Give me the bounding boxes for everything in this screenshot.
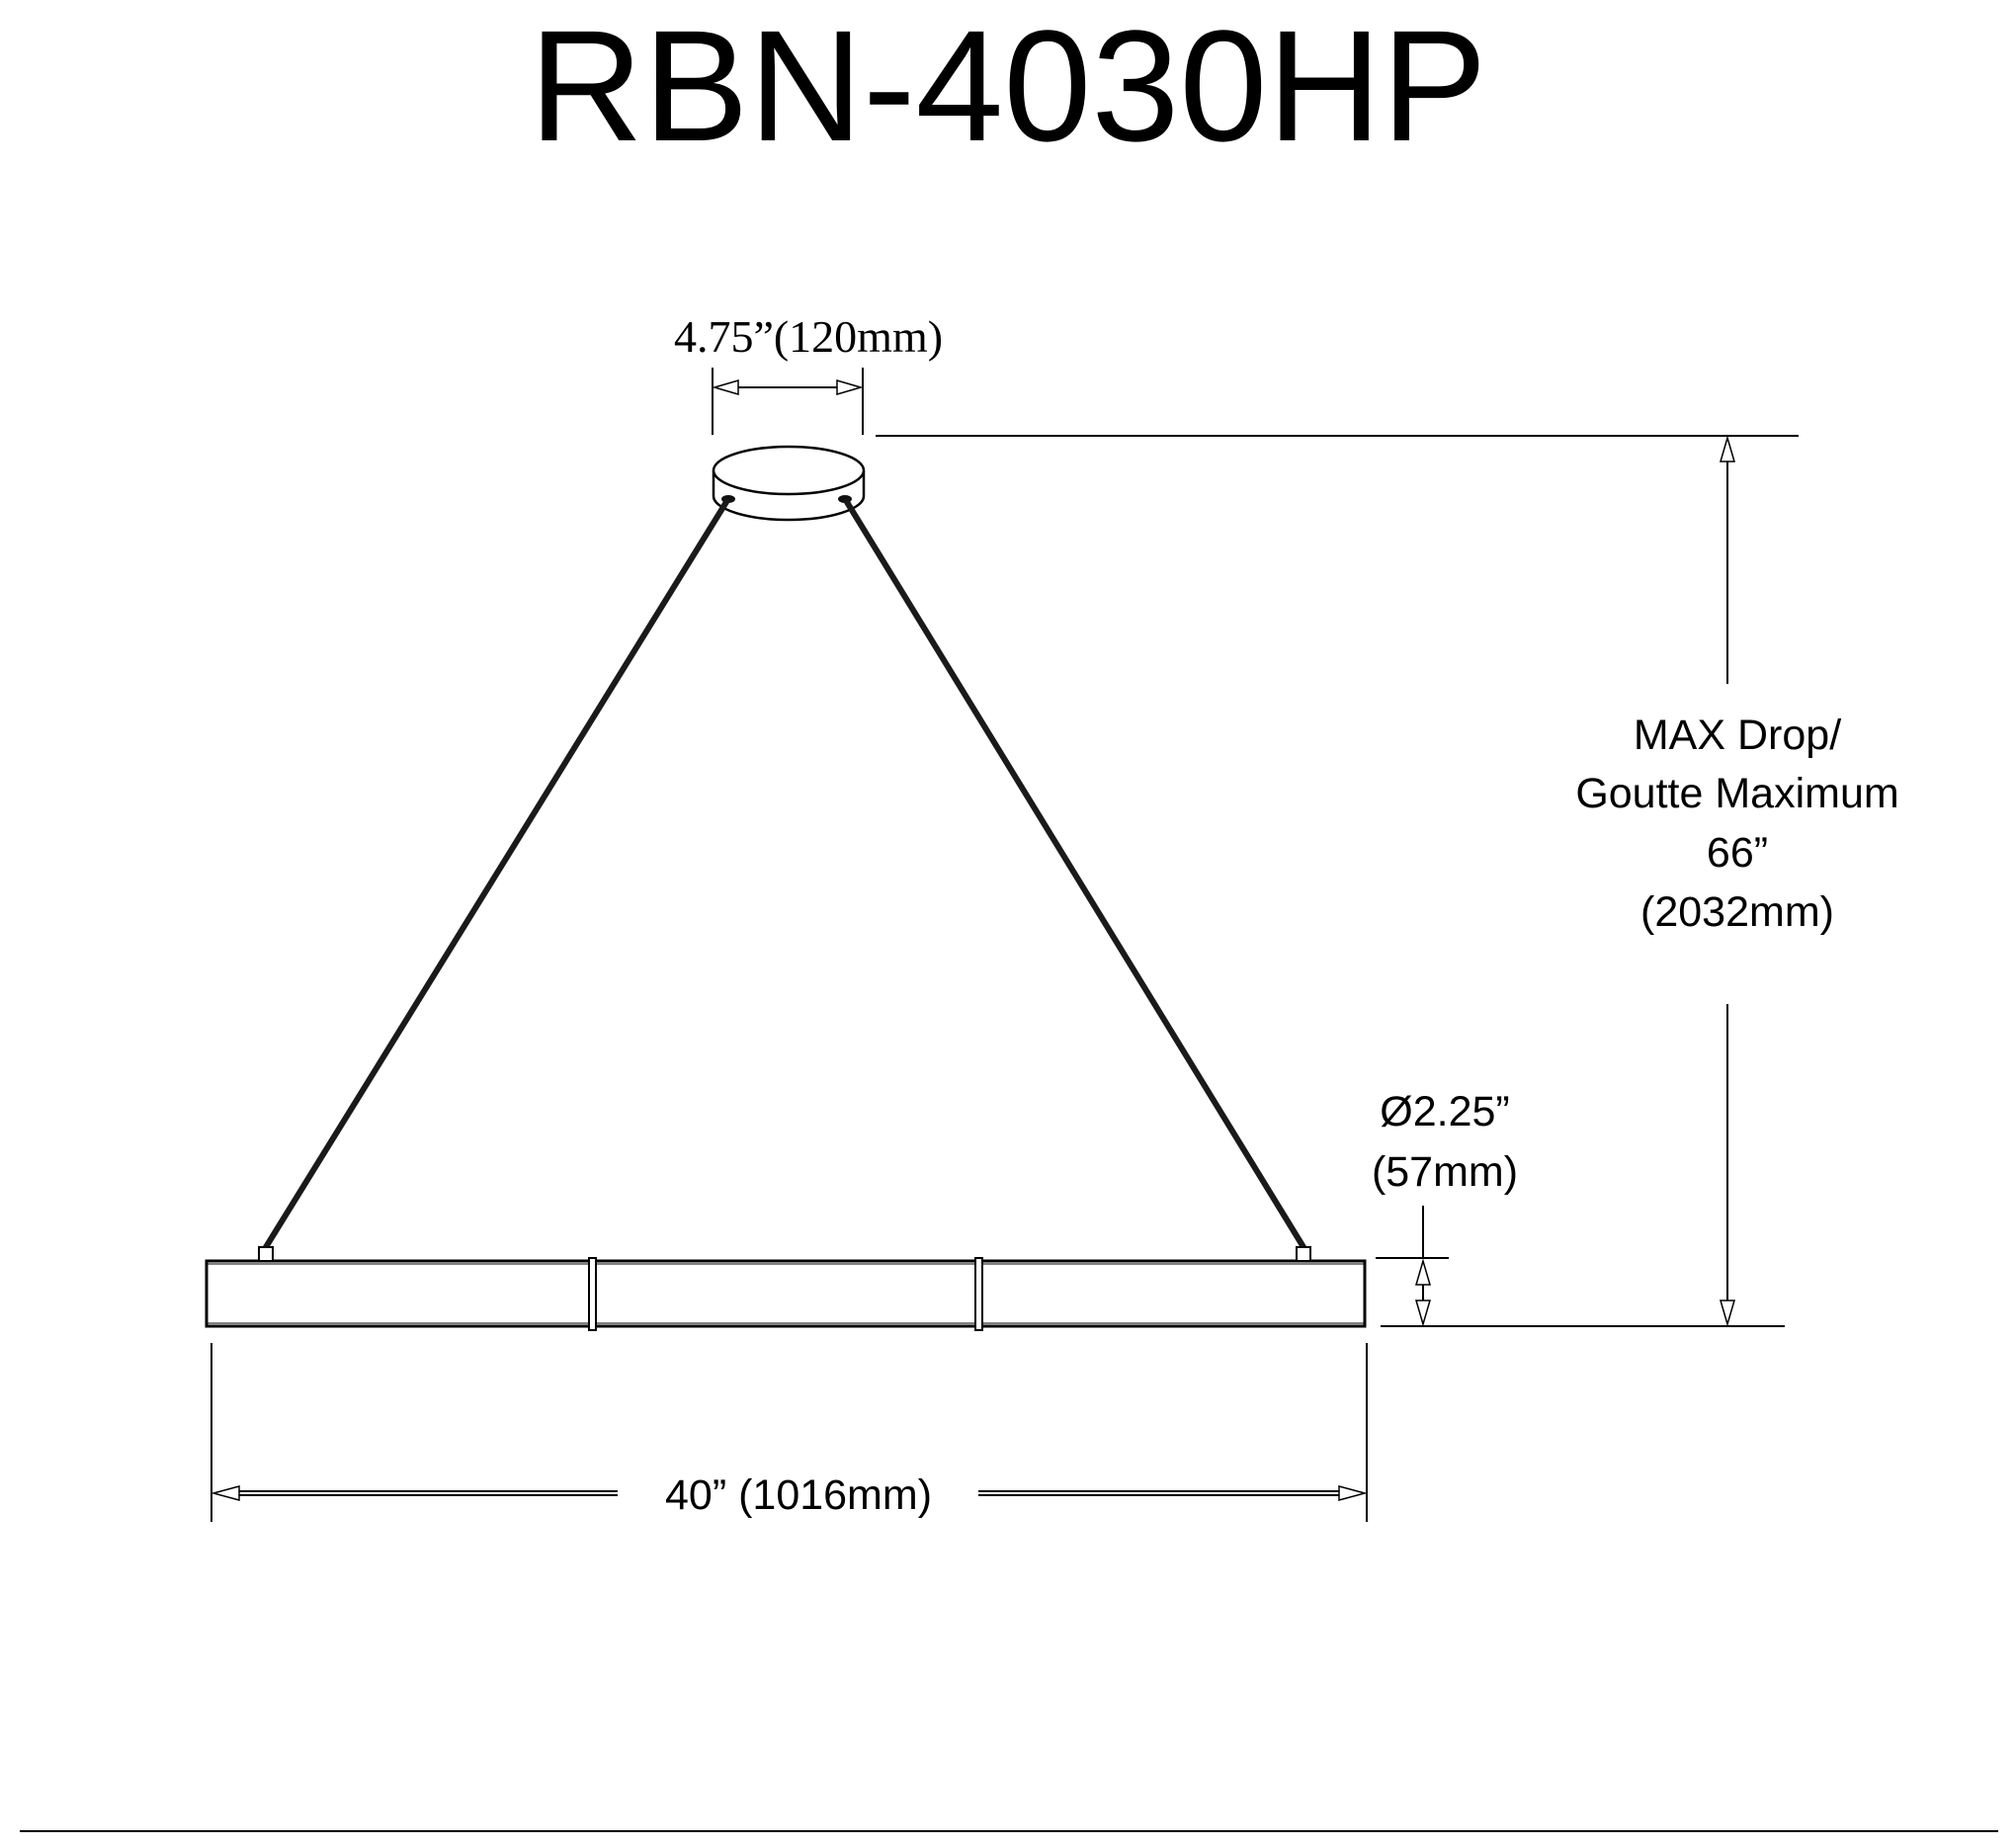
max-drop-dimension: MAX Drop/ Goutte Maximum 66” (2032mm) bbox=[876, 435, 1899, 1327]
length-label: 40” (1016mm) bbox=[665, 1471, 932, 1519]
cable-clip-right bbox=[1296, 1246, 1311, 1262]
diameter-dimension: Ø2.25” (57mm) bbox=[1372, 1088, 1518, 1327]
light-bar bbox=[205, 1246, 1367, 1331]
length-dimension: 40” (1016mm) bbox=[210, 1343, 1368, 1522]
max-drop-label-line1: MAX Drop/ bbox=[1634, 712, 1841, 759]
diameter-label-line2: (57mm) bbox=[1372, 1148, 1518, 1196]
suspension-cable-left bbox=[263, 499, 729, 1250]
max-drop-label-line2: Goutte Maximum bbox=[1575, 770, 1898, 817]
max-drop-label-line4: (2032mm) bbox=[1640, 888, 1834, 936]
canopy bbox=[712, 445, 866, 522]
cable-clip-left bbox=[258, 1246, 274, 1262]
bar-joint-right bbox=[974, 1257, 983, 1331]
canopy-width-label: 4.75”(120mm) bbox=[674, 311, 943, 362]
canopy-width-dimension: 4.75”(120mm) bbox=[674, 311, 943, 435]
diameter-label-line1: Ø2.25” bbox=[1380, 1088, 1509, 1135]
suspension-cable-right bbox=[844, 499, 1306, 1250]
max-drop-label-line3: 66” bbox=[1707, 829, 1768, 877]
bar-joint-left bbox=[588, 1257, 597, 1331]
model-title: RBN-4030HP bbox=[529, 0, 1486, 174]
